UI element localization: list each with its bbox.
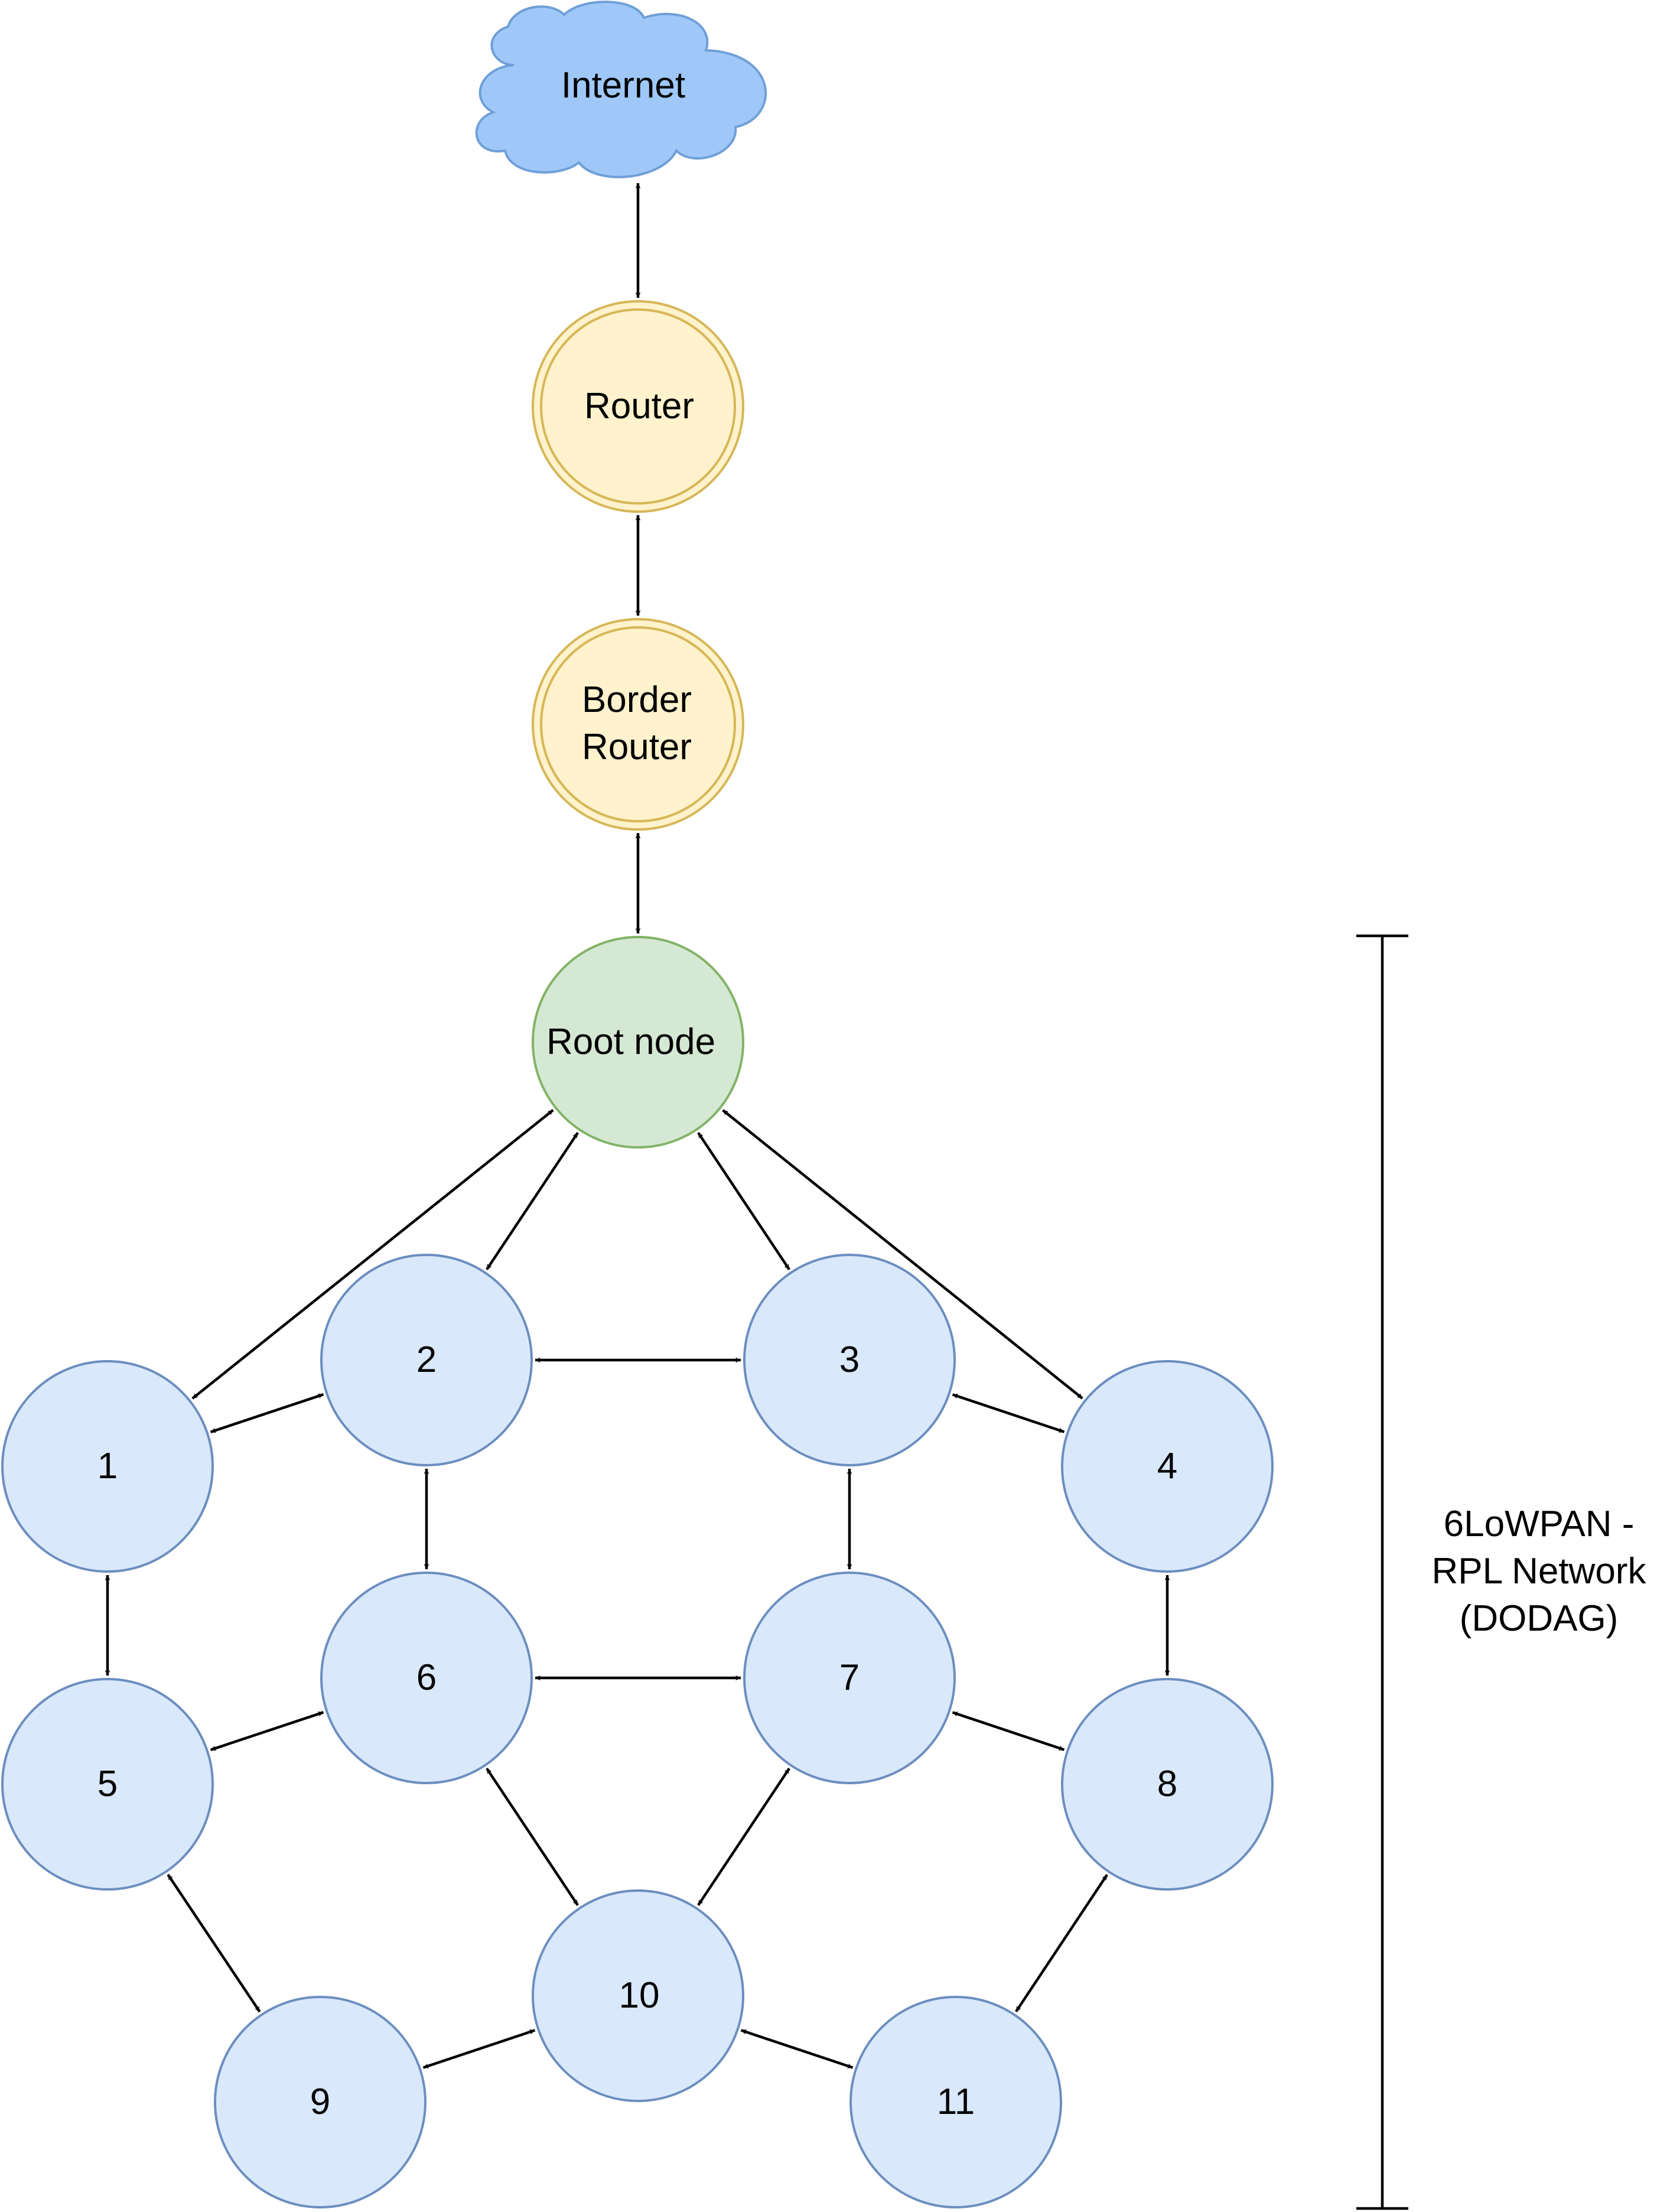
border-router-label-line2: Router <box>582 727 692 767</box>
edge-n8-n11 <box>1015 1873 1108 2013</box>
network-label: 6LoWPAN - RPL Network (DODAG) <box>1432 1504 1647 1639</box>
router-label: Router <box>584 386 694 427</box>
node-1: 1 <box>1 1360 214 1573</box>
node-1-label: 1 <box>97 1446 118 1486</box>
node-9: 9 <box>214 1996 427 2208</box>
edge-n6-n10 <box>486 1767 579 1907</box>
node-10-label: 10 <box>619 1975 660 2016</box>
node-7: 7 <box>743 1572 956 1784</box>
edge-n7-n10 <box>697 1767 790 1907</box>
border-router-label-line1: Border <box>582 679 692 720</box>
node-6: 6 <box>320 1572 533 1784</box>
dodag-nodes: 1 2 3 4 5 6 7 8 <box>1 1254 1274 2208</box>
node-5-label: 5 <box>97 1764 118 1804</box>
internet-cloud: Internet <box>475 1 767 178</box>
edge-n3-n4 <box>952 1393 1065 1433</box>
network-label-line1: 6LoWPAN - <box>1444 1504 1635 1544</box>
edge-n5-n6 <box>210 1711 324 1751</box>
node-2-label: 2 <box>416 1339 437 1380</box>
node-11-label: 11 <box>937 2081 975 2122</box>
node-10: 10 <box>532 1889 744 2102</box>
node-4: 4 <box>1061 1360 1274 1573</box>
edge-n1-n2 <box>210 1393 324 1433</box>
edge-n5-n9 <box>167 1873 261 2013</box>
root-node: Root node <box>532 936 744 1149</box>
network-extent-bracket <box>1356 934 1408 2210</box>
node-9-label: 9 <box>310 2081 330 2122</box>
root-node-label: Root node <box>546 1022 715 1062</box>
node-2: 2 <box>320 1254 533 1466</box>
internet-label: Internet <box>561 65 685 106</box>
edges-layer <box>105 183 1170 2069</box>
cloud-icon <box>475 1 767 178</box>
network-label-line3: (DODAG) <box>1460 1598 1619 1639</box>
border-router-node: Border Router <box>532 618 744 831</box>
node-3-label: 3 <box>839 1339 860 1380</box>
edge-root-n4 <box>722 1109 1083 1400</box>
node-6-label: 6 <box>416 1657 437 1698</box>
edge-n7-n8 <box>952 1711 1065 1751</box>
node-7-label: 7 <box>839 1657 860 1698</box>
node-8-label: 8 <box>1157 1764 1177 1804</box>
edge-n10-n11 <box>740 2029 854 2069</box>
node-8: 8 <box>1061 1678 1274 1891</box>
router-node: Router <box>532 300 744 513</box>
network-label-line2: RPL Network <box>1432 1551 1647 1592</box>
node-4-label: 4 <box>1157 1446 1177 1486</box>
node-3: 3 <box>743 1254 956 1466</box>
node-11: 11 <box>849 1996 1062 2208</box>
node-5: 5 <box>1 1678 214 1891</box>
edge-root-n2 <box>486 1131 579 1271</box>
edge-n9-n10 <box>422 2029 536 2069</box>
